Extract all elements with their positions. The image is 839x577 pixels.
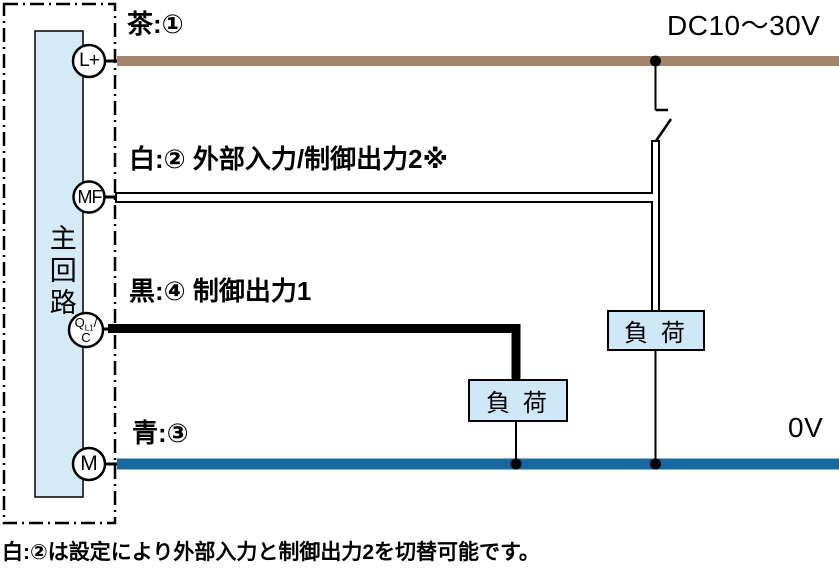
terminal-label-mf: MF bbox=[77, 187, 103, 207]
dc-supply-label: DC10〜30V bbox=[667, 10, 821, 41]
terminal-circle-l-plus bbox=[71, 43, 107, 79]
white-wire-label: 白:② 外部入力/制御出力2※ bbox=[129, 144, 448, 174]
junction-dot-load1 bbox=[510, 458, 522, 470]
footnote-text: 白:②は設定により外部入力と制御出力2を切替可能です。 bbox=[2, 541, 540, 564]
terminal-circle-m bbox=[71, 446, 107, 482]
junction-dot-brown bbox=[650, 55, 661, 67]
load2-box bbox=[607, 310, 705, 351]
black-wire bbox=[108, 324, 521, 381]
blue-wire-label: 青:③ bbox=[132, 418, 189, 448]
load1-box bbox=[468, 379, 568, 422]
brown-wire-label: 茶:① bbox=[127, 9, 184, 39]
terminal-q-line2: C bbox=[81, 329, 91, 345]
enclosure-dashdot-border bbox=[2, 2, 117, 525]
terminal-label-q-l1-c: QL1/ C bbox=[69, 313, 103, 347]
terminal-label-l-plus: L+ bbox=[79, 50, 100, 71]
terminal-label-m: M bbox=[80, 452, 98, 475]
junction-dot-load2 bbox=[650, 458, 661, 470]
main-circuit-panel bbox=[34, 30, 84, 498]
terminal-circle-q bbox=[67, 311, 105, 349]
terminal-q-line1: QL1/ bbox=[74, 314, 98, 333]
zero-volt-label: 0V bbox=[788, 412, 824, 443]
switch-lever bbox=[654, 118, 673, 142]
terminal-circle-mf bbox=[72, 180, 106, 214]
main-circuit-label: 主回路 bbox=[45, 224, 76, 320]
load1-label: 負 荷 bbox=[486, 390, 550, 417]
black-wire-label: 黒:④ 制御出力1 bbox=[129, 276, 312, 306]
load2-label: 負 荷 bbox=[624, 320, 688, 347]
